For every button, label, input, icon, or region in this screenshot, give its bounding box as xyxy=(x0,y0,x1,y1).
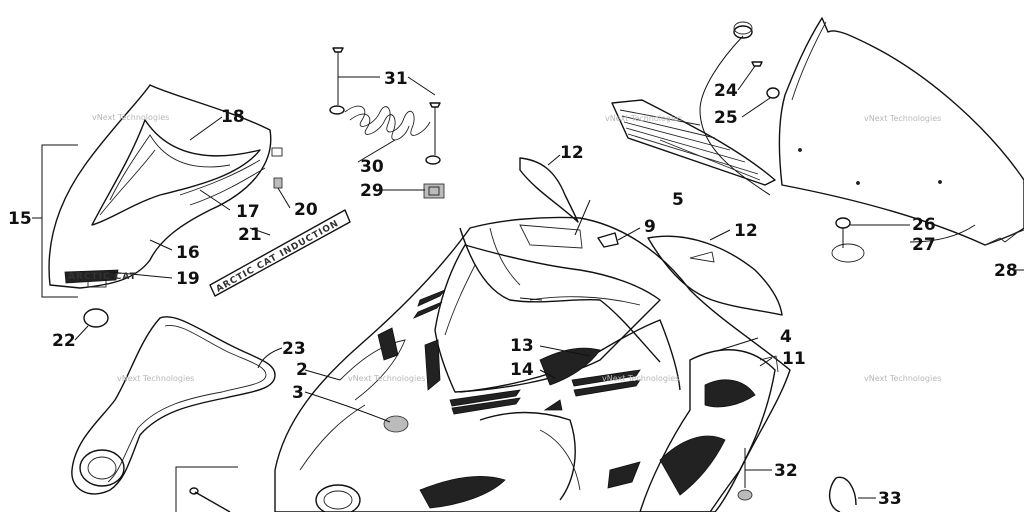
part-26-fastener xyxy=(831,217,865,263)
leader-31b xyxy=(407,76,436,96)
leader-11 xyxy=(759,357,773,367)
bracket-bottom xyxy=(175,466,238,512)
leader-23 xyxy=(257,347,283,369)
leader-18 xyxy=(189,116,223,141)
decal-21: ARCTIC CAT INDUCTION xyxy=(209,209,351,297)
callout-12-right: 12 xyxy=(734,221,758,241)
decal-19-text: ARCTIC CAT xyxy=(68,272,137,282)
callout-33: 33 xyxy=(878,489,902,509)
part-12-decal-left xyxy=(519,157,579,223)
callout-14: 14 xyxy=(510,360,534,380)
part-22-grommet xyxy=(83,308,109,328)
part-hood-graphics xyxy=(377,289,641,415)
part-9-decal xyxy=(597,232,619,248)
callout-28: 28 xyxy=(994,261,1018,281)
callout-24: 24 xyxy=(714,81,738,101)
leader-3 xyxy=(304,391,391,423)
part-5-vent xyxy=(611,99,776,186)
part-23-hood-pan xyxy=(71,316,276,495)
watermark-1: vNext Technologies xyxy=(92,113,169,122)
callout-27: 27 xyxy=(912,235,936,255)
callout-16: 16 xyxy=(176,243,200,263)
part-2-hood xyxy=(274,216,791,512)
watermark-2: vNext Technologies xyxy=(117,374,194,383)
part-27-windshield xyxy=(778,17,1024,246)
leader-2 xyxy=(304,369,341,381)
part-front-bezel xyxy=(48,84,283,289)
decal-21-text: ARCTIC CAT INDUCTION xyxy=(215,219,341,295)
callout-9: 9 xyxy=(644,217,656,237)
leader-misc xyxy=(519,297,543,301)
leader-22 xyxy=(74,325,89,341)
callout-25: 25 xyxy=(714,108,738,128)
callout-29: 29 xyxy=(360,181,384,201)
leader-5 xyxy=(574,199,591,236)
callout-20: 20 xyxy=(294,200,318,220)
callout-21: 21 xyxy=(238,225,262,245)
callout-19: 19 xyxy=(176,269,200,289)
leader-17 xyxy=(199,189,231,211)
callout-18: 18 xyxy=(221,107,245,127)
leader-9 xyxy=(617,227,641,241)
callout-31: 31 xyxy=(384,69,408,89)
callout-2: 2 xyxy=(296,360,308,380)
leader-14 xyxy=(539,369,556,379)
leader-19 xyxy=(109,271,173,279)
leader-21 xyxy=(249,227,271,236)
watermark-5: vNext Technologies xyxy=(602,374,679,383)
leader-24 xyxy=(737,65,756,91)
leader-30 xyxy=(357,139,396,163)
callout-5: 5 xyxy=(672,190,684,210)
leader-20 xyxy=(277,187,291,209)
callout-12-left: 12 xyxy=(560,143,584,163)
part-32 xyxy=(737,489,753,501)
leader-25 xyxy=(741,97,771,118)
callout-15: 15 xyxy=(8,209,32,229)
part-12-decal-right xyxy=(647,235,783,316)
callout-13: 13 xyxy=(510,336,534,356)
part-rod xyxy=(194,491,231,512)
part-33 xyxy=(829,476,857,512)
callout-3: 3 xyxy=(292,383,304,403)
watermark-6: vNext Technologies xyxy=(864,114,941,123)
watermark-4: vNext Technologies xyxy=(605,114,682,123)
part-11-side-panel xyxy=(419,349,779,512)
callout-22: 22 xyxy=(52,331,76,351)
bracket-15 xyxy=(41,144,78,298)
callout-30: 30 xyxy=(360,157,384,177)
leader-16 xyxy=(149,239,173,251)
callout-23: 23 xyxy=(282,339,306,359)
part-30-31-hardware xyxy=(329,47,445,199)
part-24-25-hardware xyxy=(699,21,780,196)
leader-12a xyxy=(547,154,561,166)
watermark-7: vNext Technologies xyxy=(864,374,941,383)
callout-17: 17 xyxy=(236,202,260,222)
watermark-3: vNext Technologies xyxy=(348,374,425,383)
callout-4: 4 xyxy=(780,327,792,347)
callout-11: 11 xyxy=(782,349,806,369)
leader-4 xyxy=(719,337,759,351)
callout-26: 26 xyxy=(912,215,936,235)
callout-32: 32 xyxy=(774,461,798,481)
leader-13 xyxy=(539,345,591,357)
leader-27 xyxy=(909,224,976,243)
leader-12b xyxy=(709,229,731,241)
